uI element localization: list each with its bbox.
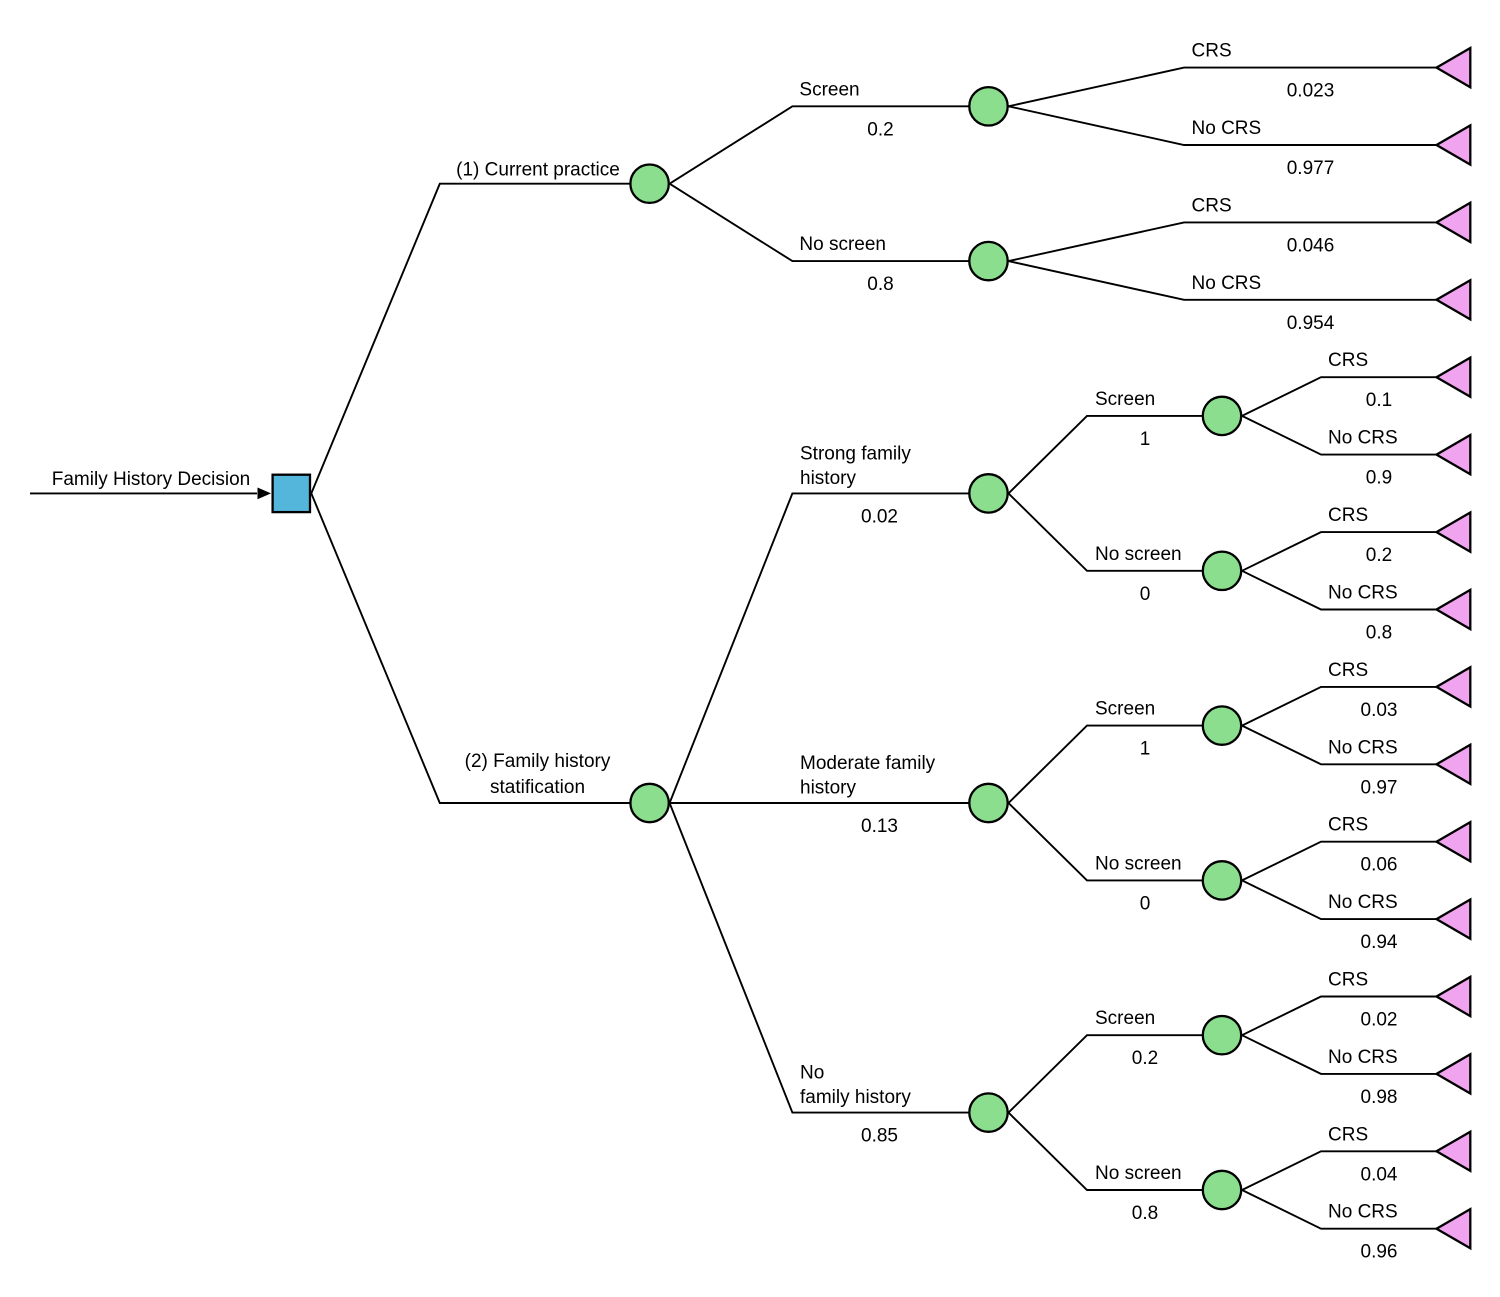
svg-text:0.023: 0.023 [1287, 81, 1335, 102]
svg-text:0.2: 0.2 [1132, 1048, 1158, 1069]
svg-text:0.13: 0.13 [861, 816, 898, 837]
svg-text:CRS: CRS [1192, 195, 1232, 216]
svg-text:(1) Current practice: (1) Current practice [456, 160, 620, 181]
svg-text:CRS: CRS [1328, 815, 1368, 836]
svg-text:statification: statification [490, 777, 585, 798]
svg-text:Moderate family: Moderate family [800, 753, 936, 774]
svg-text:1: 1 [1140, 429, 1151, 450]
svg-text:No CRS: No CRS [1328, 583, 1398, 604]
svg-text:0.94: 0.94 [1361, 932, 1398, 953]
svg-text:0.977: 0.977 [1287, 158, 1335, 179]
svg-text:Screen: Screen [1095, 699, 1155, 720]
svg-text:0.97: 0.97 [1361, 777, 1398, 798]
svg-text:No screen: No screen [799, 234, 886, 255]
svg-text:No screen: No screen [1095, 544, 1182, 565]
svg-text:0.02: 0.02 [861, 506, 898, 527]
svg-text:0: 0 [1140, 584, 1151, 605]
svg-text:Screen: Screen [1095, 389, 1155, 410]
svg-text:0.2: 0.2 [1366, 545, 1392, 566]
svg-text:0.03: 0.03 [1361, 700, 1398, 721]
svg-text:0.85: 0.85 [861, 1126, 898, 1147]
svg-text:No CRS: No CRS [1328, 892, 1398, 913]
svg-text:CRS: CRS [1328, 1124, 1368, 1145]
svg-text:0.8: 0.8 [867, 274, 893, 295]
svg-text:No CRS: No CRS [1328, 1202, 1398, 1223]
svg-text:No: No [800, 1063, 824, 1084]
svg-text:Family History Decision: Family History Decision [52, 469, 250, 490]
svg-text:CRS: CRS [1328, 350, 1368, 371]
svg-text:family history: family history [800, 1087, 911, 1108]
svg-text:0.98: 0.98 [1361, 1087, 1398, 1108]
svg-text:0.9: 0.9 [1366, 468, 1392, 489]
svg-text:1: 1 [1140, 739, 1151, 760]
svg-text:0: 0 [1140, 893, 1151, 914]
svg-text:No CRS: No CRS [1328, 737, 1398, 758]
svg-text:0.046: 0.046 [1287, 235, 1335, 256]
svg-text:0.8: 0.8 [1366, 623, 1392, 644]
svg-text:CRS: CRS [1328, 660, 1368, 681]
svg-text:CRS: CRS [1192, 41, 1232, 62]
svg-text:0.96: 0.96 [1361, 1242, 1398, 1263]
svg-text:No CRS: No CRS [1328, 428, 1398, 449]
svg-text:No screen: No screen [1095, 853, 1182, 874]
svg-text:history: history [800, 468, 856, 489]
svg-text:CRS: CRS [1328, 970, 1368, 991]
svg-text:0.8: 0.8 [1132, 1203, 1158, 1224]
svg-text:No CRS: No CRS [1192, 118, 1262, 139]
svg-text:CRS: CRS [1328, 505, 1368, 526]
svg-text:No CRS: No CRS [1192, 273, 1262, 294]
svg-text:No CRS: No CRS [1328, 1047, 1398, 1068]
svg-text:0.02: 0.02 [1361, 1010, 1398, 1031]
svg-text:Screen: Screen [1095, 1008, 1155, 1029]
svg-text:history: history [800, 778, 856, 799]
svg-text:0.06: 0.06 [1361, 855, 1398, 876]
svg-text:0.954: 0.954 [1287, 313, 1335, 334]
svg-text:0.04: 0.04 [1361, 1164, 1398, 1185]
svg-text:Screen: Screen [799, 79, 859, 100]
svg-text:Strong family: Strong family [800, 443, 911, 464]
svg-text:(2) Family history: (2) Family history [465, 751, 611, 772]
svg-text:0.1: 0.1 [1366, 390, 1392, 411]
svg-text:No screen: No screen [1095, 1163, 1182, 1184]
svg-text:0.2: 0.2 [867, 119, 893, 140]
